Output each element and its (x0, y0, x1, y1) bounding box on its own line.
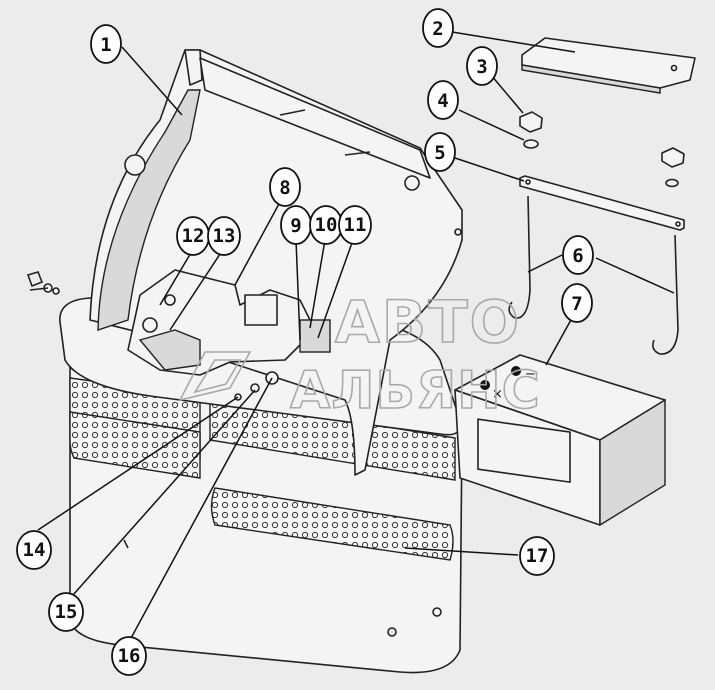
callout-15: 15 (48, 592, 84, 632)
callout-17-label: 17 (526, 545, 549, 567)
callout-8-label: 8 (279, 177, 290, 199)
callout-11-label: 11 (344, 214, 367, 236)
callout-16-label: 16 (118, 645, 141, 667)
callout-12-label: 12 (182, 225, 205, 247)
cover-plate (521, 37, 696, 94)
callout-6-label: 6 (572, 245, 583, 267)
callout-4-label: 4 (437, 90, 448, 112)
callout-1: 1 (90, 24, 122, 64)
j-hooks (508, 195, 679, 355)
callout-9-label: 9 (290, 215, 301, 237)
callout-10-label: 10 (315, 214, 338, 236)
callout-16: 16 (111, 636, 147, 676)
callout-3: 3 (466, 46, 498, 86)
callout-9: 9 (280, 205, 312, 245)
watermark-logo-mark (178, 351, 252, 402)
callout-6: 6 (562, 235, 594, 275)
watermark: АВТО АЛЬЯНС (178, 287, 541, 422)
watermark-line2: АЛЬЯНС (290, 361, 541, 421)
left-terminal-hardware (26, 271, 60, 295)
interior-bracket (127, 269, 331, 401)
callout-11: 11 (338, 205, 372, 245)
callout-17: 17 (519, 536, 555, 576)
callout-4: 4 (427, 80, 459, 120)
callout-10: 10 (309, 205, 343, 245)
battery: × − (454, 354, 666, 527)
nut-and-washer (519, 111, 685, 188)
leader-lines (37, 31, 675, 641)
callout-13-label: 13 (213, 225, 236, 247)
hinged-lid (89, 49, 463, 476)
callout-1-label: 1 (100, 34, 111, 56)
callout-15-label: 15 (55, 601, 78, 623)
callout-14-label: 14 (23, 539, 46, 561)
callout-3-label: 3 (476, 56, 487, 78)
callout-5-label: 5 (434, 142, 445, 164)
callout-5: 5 (424, 132, 456, 172)
callout-12: 12 (176, 216, 210, 256)
battery-positive-mark: × (492, 387, 503, 402)
battery-negative-mark: − (525, 367, 536, 382)
callout-2-label: 2 (432, 18, 443, 40)
callout-7-label: 7 (571, 293, 582, 315)
callout-13: 13 (207, 216, 241, 256)
callout-2: 2 (422, 8, 454, 48)
callout-8: 8 (269, 167, 301, 207)
watermark-line1: АВТО (335, 288, 521, 356)
clamp-bar (519, 175, 685, 231)
callout-7: 7 (561, 283, 593, 323)
callout-14: 14 (16, 530, 52, 570)
